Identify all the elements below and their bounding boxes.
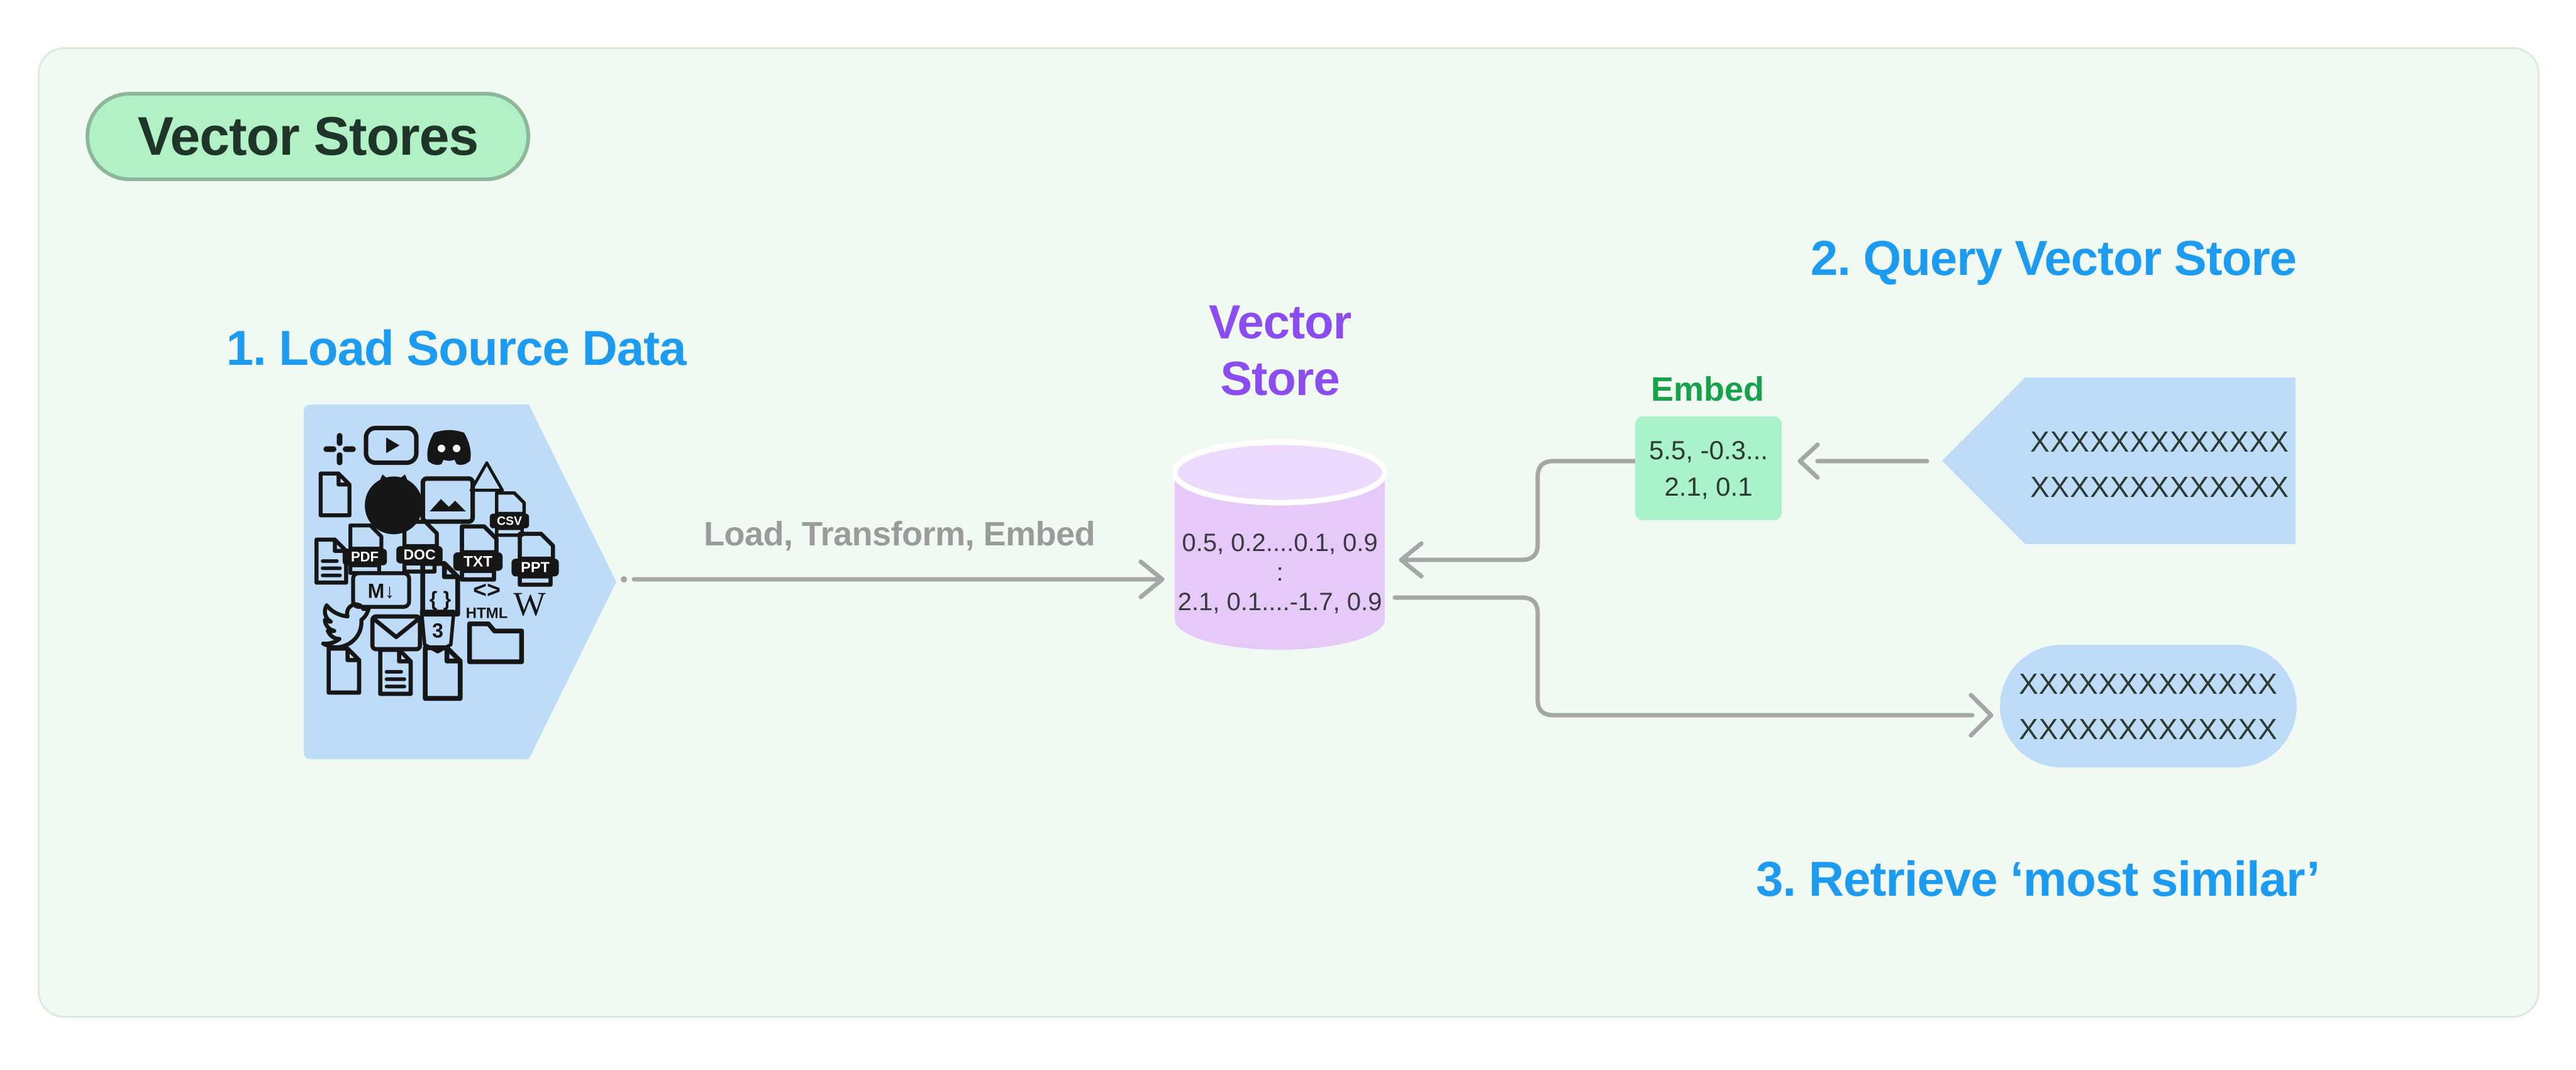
vector-stores-badge: Vector Stores [86, 92, 530, 181]
vector-row-ellipsis: : [1276, 558, 1284, 586]
result-doc-row: XXXXXXXXXXXXX [2019, 667, 2278, 700]
json-file-icon: { } [416, 560, 463, 618]
vector-row: 2.1, 0.1....-1.7, 0.9 [1177, 588, 1382, 616]
twitter-icon [316, 598, 374, 647]
embed-vector-row: 5.5, -0.3... [1648, 435, 1768, 465]
result-doc-row: XXXXXXXXXXXXX [2019, 712, 2278, 745]
embed-label: Embed [1650, 371, 1765, 408]
folder-icon [466, 618, 525, 666]
google-drive-icon [467, 459, 506, 494]
embed-vector-box: 5.5, -0.3... 2.1, 0.1 [1635, 416, 1782, 520]
svg-text:PPT: PPT [521, 559, 550, 576]
document-lines-icon [375, 647, 415, 697]
html-icon: <> HTML [456, 576, 518, 621]
query-document-text: XXXXXXXXXXXXX XXXXXXXXXXXXX [2024, 419, 2296, 510]
file-icon [316, 471, 353, 518]
svg-text:M↓: M↓ [368, 579, 395, 602]
svg-text:DOC: DOC [403, 546, 435, 562]
vector-store-title-line2: Store [1220, 352, 1340, 406]
query-document-shape: XXXXXXXXXXXXX XXXXXXXXXXXXX [1942, 377, 2296, 544]
svg-text:HTML: HTML [466, 605, 508, 621]
query-doc-row: XXXXXXXXXXXXX [2030, 425, 2289, 458]
discord-icon [422, 426, 476, 470]
ppt-file-icon: PPT [506, 530, 565, 589]
wikipedia-icon: W [509, 583, 550, 625]
txt-file-icon: TXT [447, 523, 509, 584]
vector-store-title: Vector Store [1126, 294, 1434, 408]
svg-text:CSV: CSV [497, 514, 522, 528]
load-transform-embed-label: Load, Transform, Embed [703, 515, 1096, 553]
svg-text:PDF: PDF [351, 549, 379, 564]
markdown-icon: M↓ [350, 570, 412, 610]
svg-text:3: 3 [432, 620, 443, 642]
document-lines-icon [311, 537, 350, 586]
result-document-shape: XXXXXXXXXXXXX XXXXXXXXXXXXX [2000, 645, 2297, 767]
query-doc-row: XXXXXXXXXXXXX [2030, 471, 2289, 503]
embed-vector-row: 2.1, 0.1 [1664, 471, 1753, 501]
step2-heading: 2. Query Vector Store [1810, 230, 2297, 286]
vector-row: 0.5, 0.2....0.1, 0.9 [1182, 528, 1378, 557]
vector-store-title-line1: Vector [1208, 296, 1352, 349]
step3-heading: 3. Retrieve ‘most similar’ [1756, 851, 2320, 906]
slack-icon [319, 429, 360, 469]
svg-text:<>: <> [473, 576, 501, 603]
vector-stores-badge-label: Vector Stores [137, 106, 479, 167]
file-icon [418, 644, 466, 702]
vector-store-values: 0.5, 0.2....0.1, 0.9 : 2.1, 0.1....-1.7,… [1175, 500, 1385, 645]
youtube-icon [363, 425, 419, 465]
svg-text:W: W [513, 584, 546, 623]
svg-text:{ }: { } [430, 588, 452, 610]
step1-heading: 1. Load Source Data [226, 320, 687, 376]
svg-text:TXT: TXT [464, 554, 492, 571]
image-icon [419, 475, 476, 525]
pdf-file-icon: PDF [337, 522, 392, 577]
file-icon [323, 645, 364, 696]
